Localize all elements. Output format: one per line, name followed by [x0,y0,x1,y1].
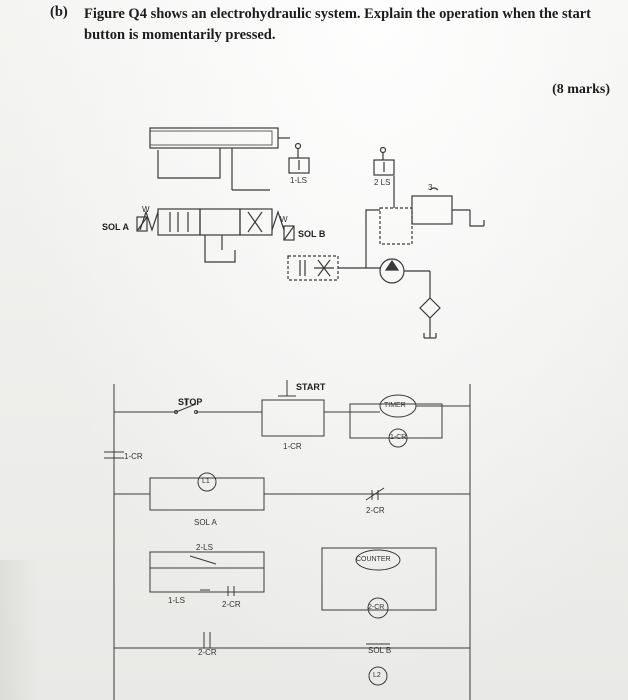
counter-label: COUNTER [356,556,391,563]
timer-label: TIMER [384,402,406,409]
limit-switch-2ls-label: 2 LS [374,178,391,187]
1cr-left-label: 1-CR [124,452,143,461]
2ls-label: 2-LS [196,543,213,552]
ladder-diagram [104,380,471,700]
limit-switch-2ls [373,146,395,176]
pump-motor-symbol [287,255,441,339]
2cr-bottom-label: 2-CR [198,648,217,657]
number-3-label: 3 [428,183,433,192]
start-button-label: START [296,382,326,392]
l2-label: L2 [373,672,381,679]
sol-a-ladder-label: SOL A [194,518,217,527]
1cr-coil-label: 1-CR [390,434,407,441]
2cr-nc-contact-label: 2-CR [366,506,385,515]
sol-a-label: SOL A [102,222,130,232]
1ls-ladder-label: 1-LS [168,596,185,605]
spring-w-right: W [280,215,288,224]
limit-switch-1ls-label: 1-LS [290,176,307,185]
question-text: Figure Q4 shows an electrohydraulic syst… [84,6,591,43]
2cr-coil-label: 2-CR [368,604,385,611]
l1-label: L1 [202,478,210,485]
relief-valve [365,176,485,268]
stop-button-label: STOP [178,397,203,407]
page-shadow [0,560,40,700]
1cr-contact-label: 1-CR [283,442,302,451]
hydraulic-cylinder [149,127,290,191]
question-marks: (8 marks) [552,82,610,97]
sol-b-ladder-label: SOL B [368,646,392,655]
2cr-branch-label: 2-CR [222,600,241,609]
question-label: (b) [50,4,68,20]
limit-switch-1ls [288,142,310,174]
spring-w-left: W [142,205,150,214]
sol-b-label: SOL B [298,229,326,239]
directional-control-valve [136,208,295,263]
